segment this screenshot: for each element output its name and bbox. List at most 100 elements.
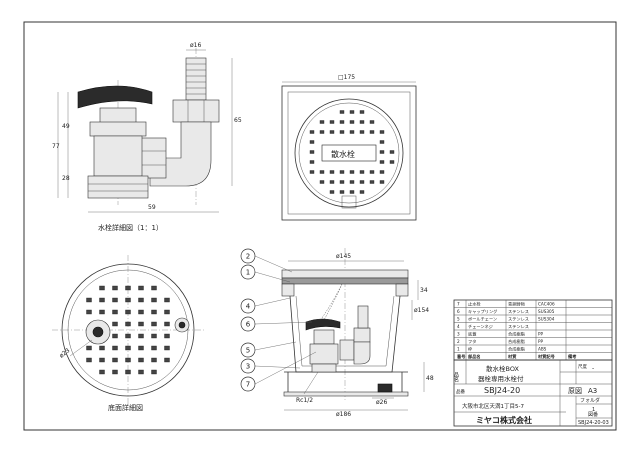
tb-address: 大阪市北区天満1丁目5-7 — [462, 402, 524, 410]
callout-number: 4 — [246, 303, 251, 311]
dim-rc: Rc1/2 — [296, 397, 313, 404]
bottom-hole — [151, 321, 157, 327]
parts-table-cell: 合成樹脂 — [508, 338, 525, 345]
bottom-hole — [151, 357, 157, 363]
bottom-hole — [125, 345, 131, 351]
parts-table-cell: フタ — [468, 338, 476, 345]
plate-hole — [369, 180, 375, 184]
callout-circle — [240, 298, 256, 314]
bottom-hole — [86, 297, 92, 303]
bottom-hole — [151, 369, 157, 375]
callout-leader — [254, 365, 301, 369]
plate-hole — [339, 120, 345, 124]
tb-code-label: 品番 — [456, 388, 465, 395]
parts-table-cell: 6 — [457, 309, 460, 314]
bottom-hole — [86, 357, 92, 363]
plate-hole — [339, 110, 345, 114]
plate-hole — [389, 150, 395, 154]
parts-table-cell: 底蓋 — [468, 331, 476, 338]
bottom-hole — [138, 309, 144, 315]
plate-hole — [339, 180, 345, 184]
bottom-hole — [125, 369, 131, 375]
bottom-hole — [112, 285, 118, 291]
bottom-hole — [112, 345, 118, 351]
plate-hole — [379, 170, 385, 174]
tb-name-line1: 散水栓BOX — [486, 364, 520, 373]
plate-hole — [329, 180, 335, 184]
plate-hole — [349, 120, 355, 124]
plate-hole — [379, 180, 385, 184]
dim-d186: ø186 — [336, 411, 351, 418]
parts-table-cell: 7 — [457, 302, 460, 307]
bottom-hole — [151, 297, 157, 303]
bottom-hole — [164, 321, 170, 327]
parts-table-cell: SUS305 — [538, 309, 555, 314]
bottom-hole — [151, 309, 157, 315]
bottom-hole — [138, 333, 144, 339]
callout-number: 3 — [246, 363, 250, 371]
bottom-hole — [112, 357, 118, 363]
callout-number: 5 — [246, 347, 250, 355]
bottom-hole — [112, 333, 118, 339]
plate-hole — [349, 110, 355, 114]
bottom-hole — [138, 369, 144, 375]
bottom-hole — [99, 285, 105, 291]
bottom-hole — [125, 309, 131, 315]
parts-table-cell: 枠 — [468, 346, 473, 353]
bottom-hole — [151, 333, 157, 339]
dim-sq175: □175 — [338, 74, 355, 81]
plate-hole — [359, 120, 365, 124]
tb-scale-label: 尺度 — [578, 363, 587, 370]
dim-d145: ø145 — [336, 253, 351, 260]
callout-number: 2 — [246, 253, 250, 261]
parts-table-cell: ABS — [538, 347, 547, 352]
bottom-hole — [125, 321, 131, 327]
plate-hole — [349, 180, 355, 184]
parts-table-cell: チェーンネジ — [468, 324, 493, 330]
tb-drawing-no-label: 図番 — [588, 411, 598, 418]
dim-w59: 59 — [148, 204, 156, 211]
dim-h48: 48 — [426, 375, 434, 382]
parts-table-cell: 合成樹脂 — [508, 331, 525, 338]
plate-hole — [309, 130, 315, 134]
tb-paper-value: A3 — [588, 387, 597, 395]
bottom-hole — [164, 333, 170, 339]
dim-d154: ø154 — [414, 307, 429, 314]
plate-hole — [339, 190, 345, 194]
bottom-hole — [138, 285, 144, 291]
bottom-hole — [125, 285, 131, 291]
bottom-hole — [86, 345, 92, 351]
box-top-view: □175 散水栓 — [281, 74, 417, 221]
callout-number: 6 — [246, 321, 251, 329]
parts-table-cell: キャップリング — [468, 308, 497, 315]
callout-circle — [240, 376, 256, 392]
box-cross-section: ø145 34 ø154 48 ø26 ø186 — [281, 248, 434, 418]
bottom-view-caption: 底面詳細図 — [108, 403, 143, 412]
sheet-frame — [23, 21, 617, 431]
callout-leader — [254, 271, 291, 283]
bottom-hole — [164, 357, 170, 363]
bottom-hole — [125, 357, 131, 363]
parts-table-cell: 合成樹脂 — [508, 346, 525, 353]
dim-h65: 65 — [234, 117, 242, 124]
plate-hole — [359, 110, 365, 114]
callout-leader — [254, 341, 297, 351]
bottom-hole — [151, 345, 157, 351]
bottom-hole — [138, 357, 144, 363]
plate-hole — [359, 170, 365, 174]
dim-h77: 77 — [52, 143, 60, 150]
bottom-hole — [112, 321, 118, 327]
parts-table-cell: 1 — [457, 347, 460, 352]
plate-hole — [379, 140, 385, 144]
box-bottom-view: ø23 底面詳細図 — [52, 255, 204, 412]
bottom-hole — [164, 297, 170, 303]
parts-table-cell: PP — [538, 339, 544, 344]
tb-paper-label: 原図 — [568, 387, 582, 395]
plate-hole — [379, 130, 385, 134]
bottom-hole — [86, 309, 92, 315]
plate-hole — [309, 170, 315, 174]
tb-folder-label: フォルダ — [580, 397, 600, 404]
plate-hole — [349, 170, 355, 174]
callout-number: 7 — [246, 381, 250, 389]
